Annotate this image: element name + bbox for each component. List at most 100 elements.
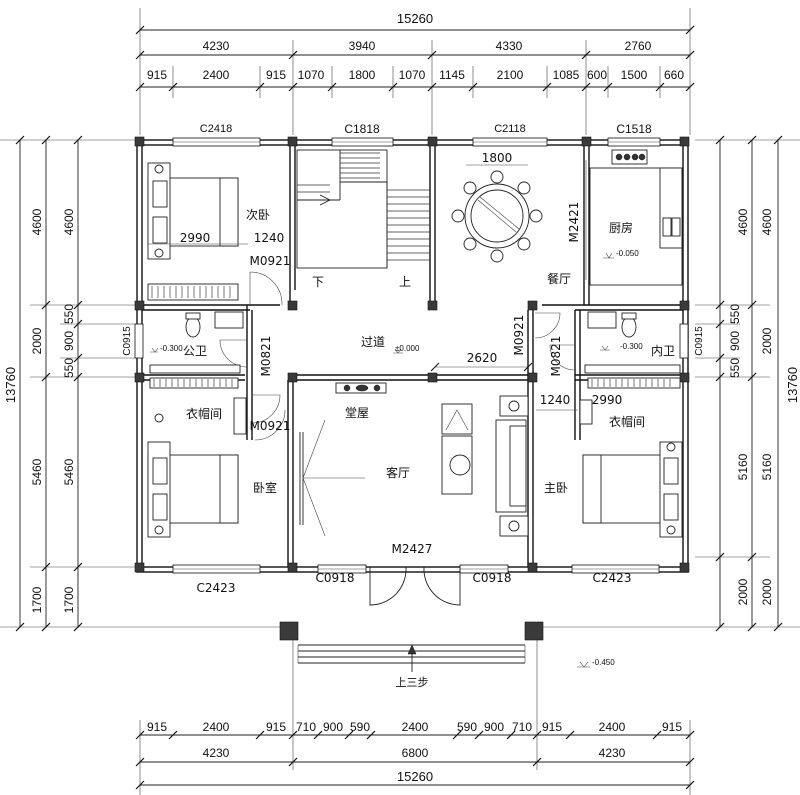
room-corridor: 过道 (361, 335, 385, 349)
bottom-total-dim: 15260 (397, 769, 433, 784)
bottom-detail-dim: 590 (350, 720, 370, 734)
room-dining: 餐厅 (547, 271, 571, 286)
windows: C2418 C1818 C2118 C1518 C0915 C0915 C242… (122, 122, 705, 595)
doors: M0921 M0821 M0921 M0921 M0821 M2421 M242… (219, 160, 587, 606)
private-bath-fixtures: -0.300 (584, 311, 681, 374)
window-label: C0918 (316, 571, 355, 585)
top-detail-dim: 600 (587, 68, 607, 82)
right-detail-dim: 550 (728, 358, 742, 378)
top-main-dim: 2760 (625, 39, 652, 53)
top-main-dim: 4330 (496, 39, 523, 53)
right-main-dim: 2000 (760, 327, 774, 354)
bottom-main-dim: 6800 (402, 746, 429, 760)
room-master-bedroom: 主卧 (544, 481, 568, 495)
bottom-detail-dim: 2400 (203, 720, 230, 734)
top-main-dim: 3940 (349, 39, 376, 53)
left-detail-dim: 550 (62, 304, 76, 324)
bottom-detail-dim: 900 (323, 720, 343, 734)
bed-secondary: 2990 1240 (147, 162, 285, 301)
room-private-bath: 内卫 (651, 344, 675, 358)
window-label: C2418 (200, 123, 232, 135)
porch: 上三步 -0.450 (297, 644, 615, 689)
left-main-dim: 1700 (30, 586, 44, 613)
bottom-detail-dim: 915 (266, 720, 286, 734)
left-total-dim: 13760 (3, 367, 18, 403)
door-label: M0821 (259, 336, 273, 377)
window-label: C2118 (494, 123, 526, 135)
room-kitchen: 厨房 (609, 220, 633, 235)
top-detail-dim: 915 (266, 68, 286, 82)
stair-up-label: 上 (399, 275, 411, 289)
steps-label: 上三步 (396, 676, 429, 689)
top-main-dim: 4230 (203, 39, 230, 53)
public-bath-fixtures: -0.300 (149, 311, 244, 374)
window-label: C2423 (197, 581, 236, 595)
window-label: C1818 (344, 122, 380, 136)
door-label: M2427 (392, 542, 433, 556)
bottom-detail-dim: 710 (296, 720, 316, 734)
left-detail-dim: 5460 (62, 458, 76, 485)
closet-dim: 1240 (254, 231, 285, 245)
bottom-detail-dim: 915 (542, 720, 562, 734)
top-detail-dim: 915 (147, 68, 167, 82)
kitchen-elevation: -0.050 (616, 249, 639, 258)
window-label: C0915 (122, 326, 133, 356)
stair-down-label: 下 (312, 275, 324, 289)
door-label: M0921 (512, 315, 526, 356)
dining-table: 1800 (451, 151, 543, 263)
right-detail-dim: 550 (728, 304, 742, 324)
top-detail-dim: 1070 (298, 68, 325, 82)
top-detail-dim: 1085 (553, 68, 580, 82)
kitchen-fixtures: -0.050 (589, 149, 683, 286)
right-detail-dim: 4600 (736, 208, 750, 235)
right-dimensions: 13760 4600 2000 5160 2000 4600 550 900 5… (540, 135, 800, 632)
room-secondary-bedroom: 次卧 (246, 208, 270, 222)
door-label: M0921 (250, 419, 291, 433)
bottom-detail-dim: 915 (147, 720, 167, 734)
public-bath-elevation: -0.300 (160, 344, 183, 353)
private-bath-elevation: -0.300 (620, 342, 643, 351)
left-main-dim: 4600 (30, 208, 44, 235)
room-living: 客厅 (386, 465, 410, 480)
bottom-detail-dim: 710 (512, 720, 532, 734)
master-closet-dim: 1240 (540, 393, 571, 407)
bottom-detail-dim: 590 (457, 720, 477, 734)
top-dimensions: 15260 4230 3940 4330 2760 915 2400 915 1… (135, 8, 695, 135)
left-main-dim: 5460 (30, 458, 44, 485)
right-detail-dim: 5160 (736, 453, 750, 480)
bottom-detail-dim: 900 (484, 720, 504, 734)
bottom-dimensions: 915 2400 915 710 900 590 2400 590 900 71… (135, 640, 695, 795)
bottom-main-dim: 4230 (203, 746, 230, 760)
corridor-dim: 2620 (467, 351, 498, 365)
top-detail-dim: 1500 (621, 68, 648, 82)
master-wardrobe-dim: 2990 (592, 393, 623, 407)
structural-columns (134, 136, 690, 641)
left-detail-dim: 1700 (62, 586, 76, 613)
top-detail-dim: 2400 (203, 68, 230, 82)
window-label: C1518 (616, 122, 652, 136)
room-labels: 次卧 厨房 餐厅 公卫 过道 内卫 堂屋 衣帽间 衣帽间 客厅 卧室 主卧 (183, 208, 675, 495)
outdoor-elevation: -0.450 (592, 658, 615, 667)
left-detail-dim: 550 (62, 358, 76, 378)
bed-left-bedroom (147, 377, 247, 538)
door-label: M2421 (567, 202, 581, 243)
dining-table-dim: 1800 (482, 151, 513, 165)
door-label: M0921 (250, 254, 291, 268)
top-detail-dim: 1800 (349, 68, 376, 82)
hall-furniture (299, 382, 387, 537)
room-bedroom: 卧室 (253, 480, 277, 495)
left-detail-dim: 900 (62, 331, 76, 351)
corridor-dimension: 2620 ±0.000 (393, 344, 533, 372)
room-cloakroom-left: 衣帽间 (186, 406, 222, 421)
bed-master: 1240 2990 (536, 377, 683, 538)
staircase: 下 上 (296, 149, 430, 289)
room-public-bath: 公卫 (183, 344, 207, 358)
wardrobe-dim: 2990 (180, 231, 211, 245)
right-total-dim: 13760 (785, 367, 800, 403)
corridor-elevation: ±0.000 (395, 344, 420, 353)
window-label: C0918 (473, 571, 512, 585)
top-detail-dim: 1145 (439, 68, 465, 82)
right-main-dim: 4600 (760, 208, 774, 235)
top-detail-dim: 1070 (399, 68, 426, 82)
left-dimensions: 13760 4600 2000 5460 1700 4600 550 900 5… (0, 135, 290, 632)
